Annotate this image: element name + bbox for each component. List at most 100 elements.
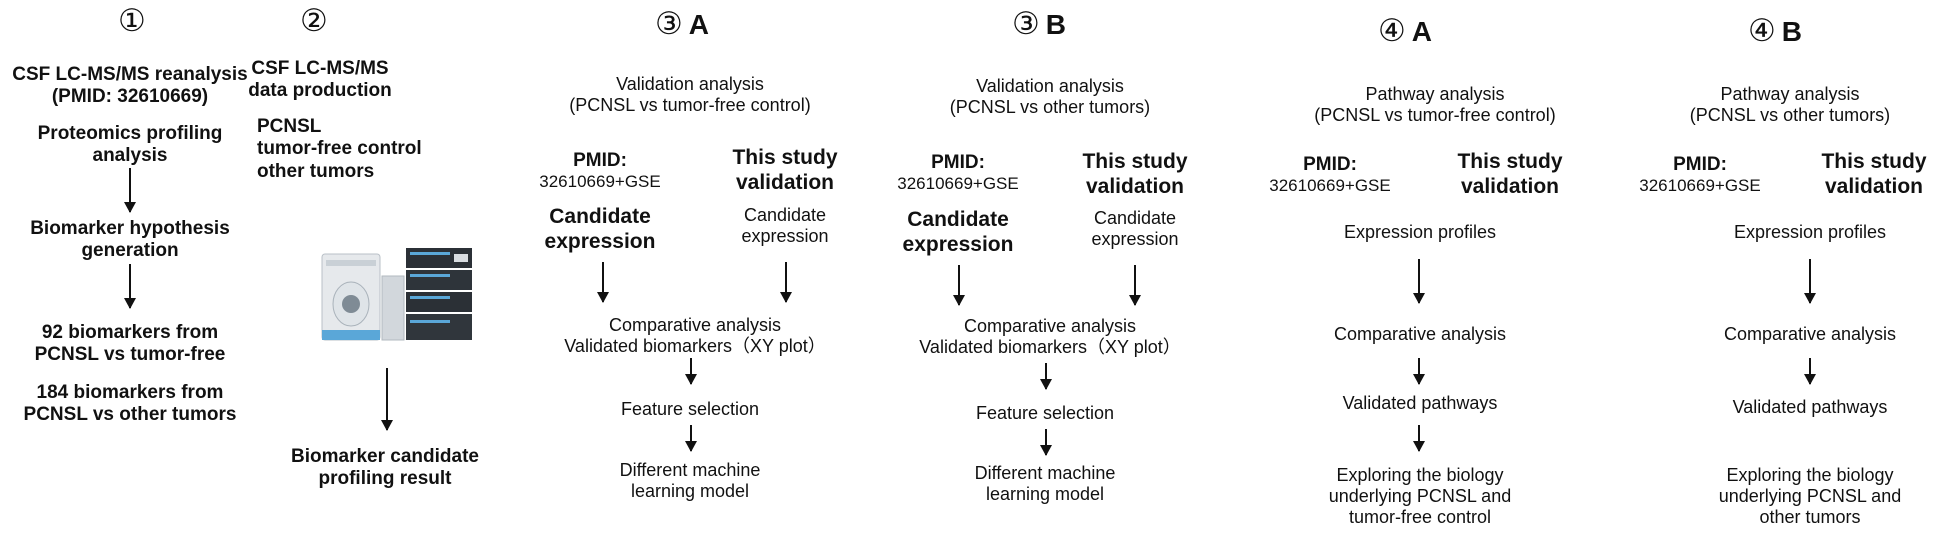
col4b-header-number: ④ [1748, 13, 1776, 49]
col3b-this-study: This study validation [1065, 150, 1205, 200]
col4b-pmid-line1: PMID: [1673, 154, 1727, 175]
col4b-title-line1: Pathway analysis [1720, 84, 1860, 104]
col3a-arrow-right [780, 262, 792, 303]
col1-arrow-1 [124, 168, 136, 213]
col3b-title: Validation analysis (PCNSL vs other tumo… [900, 76, 1200, 118]
col4a-comparative: Comparative analysis [1333, 324, 1507, 344]
col3a-arrow-3 [685, 358, 697, 385]
col1-title-line2: (PMID: 32610669) [51, 86, 209, 108]
col1-title: CSF LC-MS/MS reanalysis (PMID: 32610669) [5, 64, 255, 109]
col3b-this-study-line1: This study [1082, 150, 1188, 173]
col1-profiling-step: Proteomics profiling analysis [5, 123, 255, 168]
col4b-title: Pathway analysis (PCNSL vs other tumors) [1650, 84, 1930, 126]
col1-result2-line1: 184 biomarkers from [36, 382, 224, 403]
col3a-ml-line1: Different machine [619, 460, 761, 480]
col1-header-number: ① [118, 3, 146, 39]
col2-list-tumor-free: tumor-free control [257, 138, 422, 160]
col3b-ml-line1: Different machine [974, 463, 1116, 483]
col4b-source-pmid: PMID: 32610669+GSE [1630, 154, 1770, 196]
col4a-exploring: Exploring the biology underlying PCNSL a… [1290, 465, 1550, 529]
col4a-header-number: ④ [1378, 13, 1406, 49]
col2-title: CSF LC-MS/MS data production [230, 58, 410, 103]
col2-header-number: ② [300, 3, 328, 39]
col3b-pmid-line2: 32610669+GSE [897, 174, 1019, 194]
col1-result1-line2: PCNSL vs tumor-free [34, 344, 226, 366]
col3a-pmid-line1: PMID: [573, 150, 627, 171]
col3b-comparative-line1: Comparative analysis [963, 316, 1137, 336]
col1-result-other-tumors: 184 biomarkers from PCNSL vs other tumor… [5, 382, 255, 427]
col4a-this-study-line2: validation [1460, 174, 1560, 198]
col1-arrow-2 [124, 264, 136, 309]
col3b-left-candidate-line2: expression [902, 232, 1014, 256]
col2-title-line1: CSF LC-MS/MS [251, 58, 389, 79]
col3b-arrow-left [953, 265, 965, 306]
col3a-ml-line2: learning model [630, 481, 750, 502]
col3b-ml-model: Different machine learning model [935, 463, 1155, 505]
col1-header: ① [118, 6, 146, 37]
col4b-comparative: Comparative analysis [1723, 324, 1897, 344]
col3b-title-line1: Validation analysis [976, 76, 1124, 96]
col2-result-line2: profiling result [318, 468, 452, 490]
col3a-this-study-line1: This study [732, 146, 838, 169]
col4b-this-study: This study validation [1804, 150, 1944, 200]
col1-title-line1: CSF LC-MS/MS reanalysis [12, 64, 248, 85]
col3b-right-candidate: Candidate expression [1065, 208, 1205, 250]
col3b-title-line2: (PCNSL vs other tumors) [949, 97, 1151, 118]
col3a-title: Validation analysis (PCNSL vs tumor-free… [530, 74, 850, 116]
col3a-ml-model: Different machine learning model [580, 460, 800, 502]
col3b-comparative: Comparative analysis Validated biomarker… [880, 316, 1220, 358]
col1-result2-line2: PCNSL vs other tumors [23, 404, 237, 426]
col2-result-line1: Biomarker candidate [291, 446, 479, 467]
col4b-exploring-line1: Exploring the biology [1726, 465, 1894, 485]
col3a-pmid-line2: 32610669+GSE [539, 172, 661, 192]
col3a-arrow-left [597, 262, 609, 303]
col4b-arrow-1 [1804, 259, 1816, 304]
col4a-pmid-line1: PMID: [1303, 154, 1357, 175]
col3b-arrow-right [1129, 265, 1141, 306]
col3a-comparative: Comparative analysis Validated biomarker… [525, 315, 865, 357]
col4a-validated-pathways: Validated pathways [1342, 393, 1498, 413]
col4a-this-study-line1: This study [1457, 150, 1563, 173]
col4b-header-letter: B [1781, 16, 1803, 47]
col4b-exploring-line2: underlying PCNSL and [1718, 486, 1902, 507]
col3b-this-study-line2: validation [1085, 174, 1185, 198]
col3b-arrow-3 [1040, 363, 1052, 390]
col4b-title-line2: (PCNSL vs other tumors) [1689, 105, 1891, 126]
col2-result: Biomarker candidate profiling result [265, 446, 505, 491]
col4a-title-line2: (PCNSL vs tumor-free control) [1314, 105, 1556, 126]
col4b-exploring-line3: other tumors [1759, 507, 1861, 528]
col3a-arrow-4 [685, 425, 697, 452]
col3b-right-candidate-line1: Candidate [1093, 208, 1177, 228]
col3a-comparative-line1: Comparative analysis [608, 315, 782, 335]
col2-sample-list: PCNSL tumor-free control other tumors [257, 116, 422, 183]
col4a-source-pmid: PMID: 32610669+GSE [1260, 154, 1400, 196]
col3a-title-line2: (PCNSL vs tumor-free control) [569, 95, 811, 116]
col2-title-line2: data production [248, 80, 392, 102]
col4a-arrow-2 [1413, 358, 1425, 385]
col3b-arrow-4 [1040, 429, 1052, 456]
col4a-title: Pathway analysis (PCNSL vs tumor-free co… [1275, 84, 1595, 126]
col1-result-tumor-free: 92 biomarkers from PCNSL vs tumor-free [5, 322, 255, 367]
col3a-this-study-line2: validation [735, 170, 835, 194]
col4a-title-line1: Pathway analysis [1365, 84, 1505, 104]
col3a-this-study: This study validation [715, 146, 855, 196]
col3a-left-candidate: Candidate expression [535, 205, 665, 255]
col4a-arrow-1 [1413, 259, 1425, 304]
col4b-exploring: Exploring the biology underlying PCNSL a… [1680, 465, 1940, 529]
col1-profiling-line2: analysis [92, 145, 168, 167]
col4b-this-study-line1: This study [1821, 150, 1927, 173]
col3a-source-pmid: PMID: 32610669+GSE [535, 150, 665, 192]
col3b-header-number: ③ [1012, 6, 1040, 42]
col2-arrow [381, 368, 393, 431]
col4b-arrow-2 [1804, 358, 1816, 385]
col4a-header-letter: A [1411, 16, 1433, 47]
col3b-source-pmid: PMID: 32610669+GSE [888, 152, 1028, 194]
col4a-this-study: This study validation [1440, 150, 1580, 200]
col3b-pmid-line1: PMID: [931, 152, 985, 173]
col1-result1-line1: 92 biomarkers from [41, 322, 219, 343]
col4a-exploring-line2: underlying PCNSL and [1328, 486, 1512, 507]
col3b-right-candidate-line2: expression [1091, 229, 1179, 250]
col3a-right-candidate-line2: expression [741, 226, 829, 247]
